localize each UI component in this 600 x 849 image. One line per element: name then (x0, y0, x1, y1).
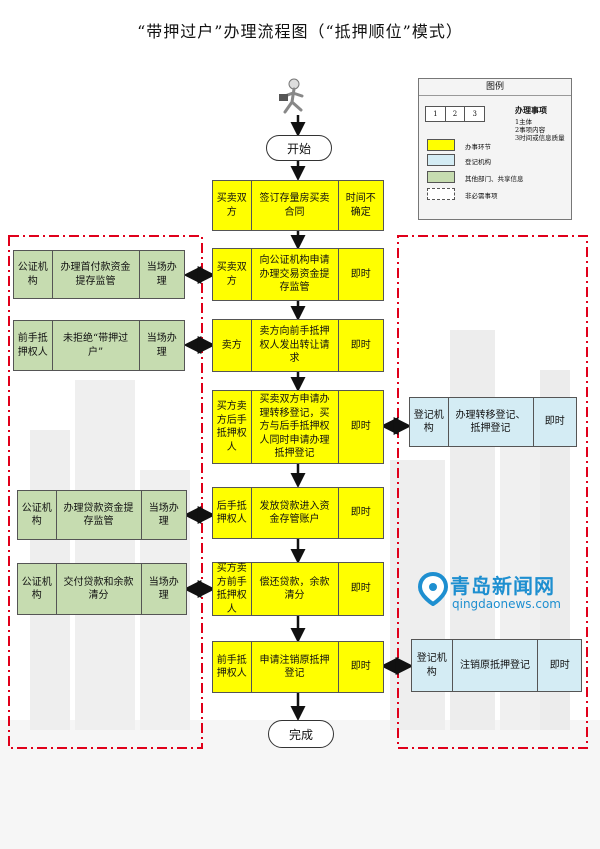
notary-box: 公证机构 办理贷款资金提存监管 当场办理 (17, 490, 187, 540)
step-action: 向公证机构申请办理交易资金提存监管 (250, 249, 338, 300)
legend-item-line: 2事项内容 (515, 126, 546, 134)
runner-icon (279, 78, 304, 114)
left-dashed-region (8, 235, 203, 749)
legend-swatch-optional (427, 188, 455, 200)
step-time: 即时 (337, 249, 383, 300)
box-action: 未拒绝“带押过户” (51, 321, 139, 370)
box-time: 当场办理 (140, 564, 186, 614)
legend-item-line: 3时间或信息质量 (515, 134, 565, 142)
legend-number-cells: 1 2 3 (425, 106, 485, 122)
step-box: 买卖双方 向公证机构申请办理交易资金提存监管 即时 (212, 248, 384, 301)
legend-number: 2 (444, 107, 465, 121)
step-box: 前手抵押权人 申请注销原抵押登记 即时 (212, 641, 384, 693)
step-box: 买方卖方后手抵押权人 买卖双方申请办理转移登记，买方与后手抵押权人同时申请办理抵… (212, 390, 384, 464)
box-time: 即时 (532, 398, 577, 446)
legend-label: 其他部门、共享信息 (465, 175, 524, 183)
step-actor: 买方卖方后手抵押权人 (216, 401, 247, 453)
step-time: 即时 (337, 320, 383, 371)
right-dashed-region (397, 235, 588, 749)
step-action: 买卖双方申请办理转移登记，买方与后手抵押权人同时申请办理抵押登记 (250, 391, 338, 463)
box-actor: 登记机构 (416, 653, 447, 678)
legend-label: 非必需事项 (465, 192, 498, 200)
step-action: 发放贷款进入资金存管账户 (250, 488, 338, 538)
legend-swatch-registry (427, 154, 455, 166)
legend-title: 图例 (419, 79, 571, 96)
step-time: 即时 (337, 488, 383, 538)
legend-number: 1 (433, 110, 438, 118)
box-actor: 公证机构 (17, 262, 48, 287)
legend-item-heading: 办理事项 (515, 105, 547, 115)
box-actor: 公证机构 (21, 502, 52, 528)
start-node: 开始 (266, 135, 332, 161)
legend-label: 登记机构 (465, 158, 491, 166)
box-action: 办理首付款资金提存监管 (51, 251, 139, 298)
watermark-url: qingdaonews.com (452, 597, 561, 611)
notary-box: 前手抵押权人 未拒绝“带押过户” 当场办理 (13, 320, 185, 371)
step-box: 买卖双方 签订存量房买卖合同 时间不确定 (212, 180, 384, 231)
step-actor: 前手抵押权人 (216, 654, 247, 680)
notary-box: 公证机构 办理首付款资金提存监管 当场办理 (13, 250, 185, 299)
step-time: 即时 (337, 391, 383, 463)
registry-box: 登记机构 注销原抵押登记 即时 (411, 639, 582, 692)
location-pin-icon (418, 572, 448, 606)
legend-label: 办事环节 (465, 143, 491, 151)
step-action: 签订存量房买卖合同 (250, 181, 338, 230)
box-time: 当场办理 (138, 321, 184, 370)
page-title: “带押过户”办理流程图（“抵押顺位”模式） (137, 22, 463, 41)
step-actor: 卖方 (221, 339, 242, 351)
box-time: 当场办理 (138, 251, 184, 298)
legend-swatch-other (427, 171, 455, 183)
box-action: 办理贷款资金提存监管 (55, 491, 141, 539)
box-time: 当场办理 (140, 491, 186, 539)
box-action: 交付贷款和余款清分 (55, 564, 141, 614)
step-actor: 买方卖方前手抵押权人 (216, 563, 247, 615)
box-action: 注销原抵押登记 (451, 640, 538, 691)
step-action: 卖方向前手抵押权人发出转让请求 (250, 320, 338, 371)
step-actor: 后手抵押权人 (216, 500, 247, 526)
watermark-logo: 青岛新闻网 qingdaonews.com (418, 570, 588, 620)
legend-number: 3 (464, 107, 484, 121)
step-actor: 买卖双方 (216, 193, 247, 218)
step-time: 时间不确定 (337, 181, 383, 230)
notary-box: 公证机构 交付贷款和余款清分 当场办理 (17, 563, 187, 615)
box-actor: 前手抵押权人 (17, 333, 48, 358)
registry-box: 登记机构 办理转移登记、抵押登记 即时 (409, 397, 577, 447)
step-time: 即时 (337, 642, 383, 692)
legend-swatch-step (427, 139, 455, 151)
step-box: 卖方 卖方向前手抵押权人发出转让请求 即时 (212, 319, 384, 372)
step-action: 申请注销原抵押登记 (250, 642, 338, 692)
watermark-brand: 青岛新闻网 (450, 574, 555, 598)
legend-panel: 图例 1 2 3 办理事项 1主体 2事项内容 3时间或信息质量 办事环节 登记… (418, 78, 572, 220)
box-action: 办理转移登记、抵押登记 (447, 398, 533, 446)
end-node: 完成 (268, 720, 334, 748)
step-actor: 买卖双方 (216, 262, 247, 287)
step-time: 即时 (337, 563, 383, 615)
box-actor: 公证机构 (21, 576, 52, 602)
legend-item-line: 1主体 (515, 118, 533, 126)
step-box: 买方卖方前手抵押权人 偿还贷款，余款清分 即时 (212, 562, 384, 616)
box-time: 即时 (537, 640, 581, 691)
step-box: 后手抵押权人 发放贷款进入资金存管账户 即时 (212, 487, 384, 539)
step-action: 偿还贷款，余款清分 (250, 563, 338, 615)
box-actor: 登记机构 (413, 409, 444, 435)
